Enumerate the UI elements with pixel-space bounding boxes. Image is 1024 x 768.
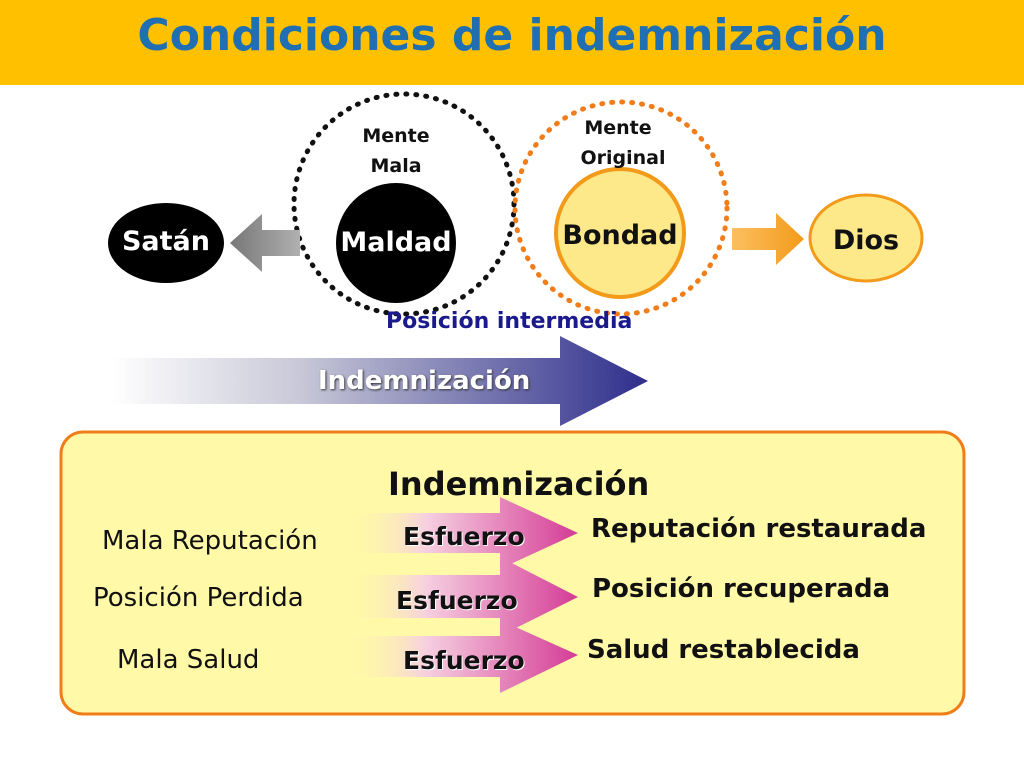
row-result-label: Posición recuperada <box>592 574 891 604</box>
satan-label: Satán <box>121 226 210 257</box>
page-title: Condiciones de indemnización <box>137 10 887 61</box>
mente-mala-label-line2: Mala <box>370 155 422 177</box>
bondad-label: Bondad <box>562 220 678 251</box>
row-from-label: Posición Perdida <box>93 583 304 613</box>
row-effort-label: Esfuerzo <box>403 522 525 551</box>
mente-mala-dotted-circle <box>291 91 517 317</box>
dios-label: Dios <box>832 225 900 256</box>
posicion-intermedia-label: Posición intermedia <box>386 309 633 334</box>
effort-arrow-2 <box>345 557 578 636</box>
indemnizacion-main-arrow <box>112 336 648 426</box>
row-result-label: Salud restablecida <box>587 635 860 665</box>
header-bar <box>0 0 1024 85</box>
maldad-circle <box>336 183 456 303</box>
row-from-label: Mala Reputación <box>102 526 318 556</box>
dios-ellipse <box>808 193 924 283</box>
row-effort-label: Esfuerzo <box>396 586 518 615</box>
mente-original-label-line2: Original <box>580 147 666 169</box>
effort-arrow-1 <box>345 497 578 569</box>
arrow-to-dios <box>732 213 804 265</box>
box-title: Indemnización <box>388 465 650 503</box>
mente-original-dotted-circle <box>512 99 730 317</box>
row-from-label: Mala Salud <box>117 645 260 675</box>
main-arrow-label: Indemnización <box>318 366 531 396</box>
maldad-label: Maldad <box>340 227 452 258</box>
bondad-circle <box>554 167 686 299</box>
arrow-to-satan <box>230 214 300 272</box>
effort-arrow-3 <box>345 620 578 693</box>
row-effort-label: Esfuerzo <box>403 646 525 675</box>
row-result-label: Reputación restaurada <box>591 514 927 544</box>
mente-mala-label-line1: Mente <box>362 125 430 147</box>
satan-ellipse <box>108 203 224 283</box>
mente-original-label-line1: Mente <box>584 117 652 139</box>
